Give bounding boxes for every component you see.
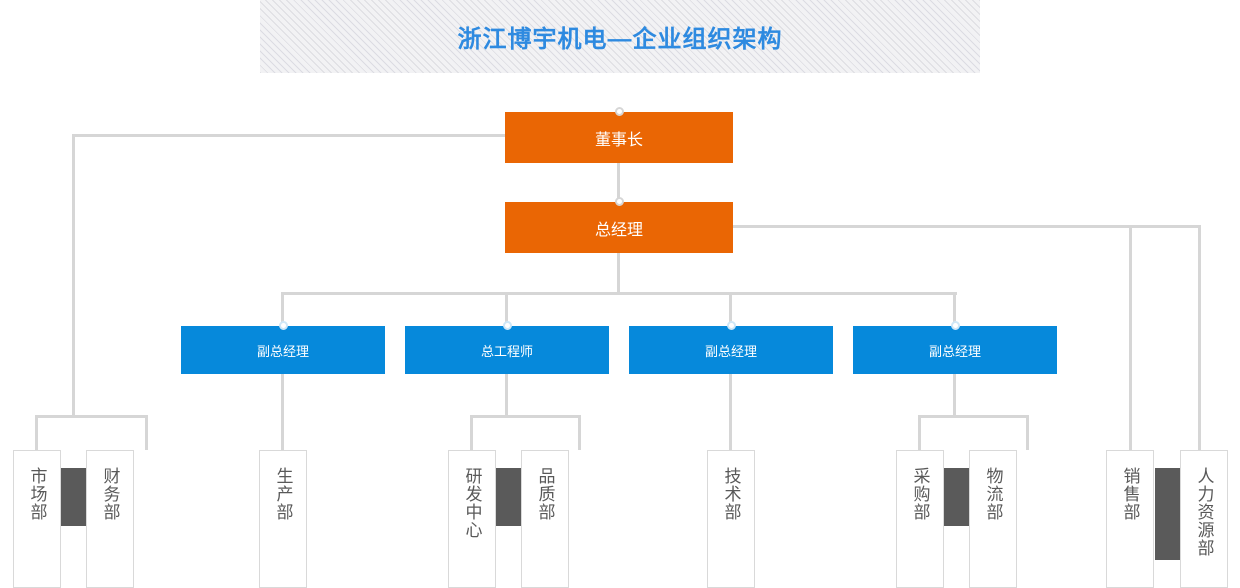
connector-gm-right-v-sales [1129,225,1132,450]
connector-gm-right-h [731,225,1201,228]
dept-box-logistics[interactable]: 物流部 [969,450,1017,588]
dept-label: 物流部 [983,467,1003,521]
dept-box-finance[interactable]: 财务部 [86,450,134,588]
connector-cto-down [505,374,508,416]
dept-box-production[interactable]: 生产部 [259,450,307,588]
connector-branch3-h [918,415,1029,418]
connector-level2-drop-1 [281,292,284,326]
connector-branch2-drop-left [470,415,473,450]
connector-level2-drop-4 [953,292,956,326]
dept-label: 销售部 [1120,467,1140,521]
connector-level2-drop-2 [505,292,508,326]
connector-chairman-to-gm [617,163,620,202]
connector-chairman-left-h [72,134,510,137]
connector-level2-bus [281,292,957,295]
connector-chairman-left-v [72,134,75,417]
connector-level2-drop-3 [729,292,732,326]
connector-gm-right-v-hr [1198,225,1201,450]
dept-box-rnd-center[interactable]: 研发中心 [448,450,496,588]
dept-label: 采购部 [910,467,930,521]
connector-knob-icon [615,107,624,116]
connector-gm-down [617,253,620,292]
connector-branch2-h [470,415,581,418]
node-chairman-label: 董事长 [594,131,643,149]
connector-vgm4-down [953,374,956,416]
connector-knob-icon [503,321,512,330]
dept-label: 技术部 [721,467,741,521]
dept-label: 人力资源部 [1194,467,1214,557]
node-vice-general-manager-2-label: 副总经理 [704,343,757,359]
connector-knob-icon [279,321,288,330]
node-chief-engineer-label: 总工程师 [480,343,533,359]
node-general-manager[interactable]: 总经理 [505,197,733,253]
dept-label: 品质部 [535,467,555,521]
node-vice-general-manager-3-label: 副总经理 [928,343,981,359]
dept-box-human-resources[interactable]: 人力资源部 [1180,450,1228,588]
connector-branch1-drop-right [145,415,148,450]
dept-box-technology[interactable]: 技术部 [707,450,755,588]
dept-label: 财务部 [100,467,120,521]
connector-branch1-h [35,415,148,418]
node-general-manager-label: 总经理 [594,221,643,239]
title-banner: 浙江博宇机电—企业组织架构 [260,0,980,73]
node-vice-general-manager-3[interactable]: 副总经理 [853,321,1057,374]
connector-branch2-drop-right [578,415,581,450]
dept-label: 研发中心 [462,467,482,539]
dept-box-purchasing[interactable]: 采购部 [896,450,944,588]
dept-box-sales[interactable]: 销售部 [1106,450,1154,588]
connector-branch3-drop-left [918,415,921,450]
connector-knob-icon [727,321,736,330]
page-title: 浙江博宇机电—企业组织架构 [457,26,783,53]
connector-branch1-drop-left [35,415,38,450]
node-chief-engineer[interactable]: 总工程师 [405,321,609,374]
node-vice-general-manager-2[interactable]: 副总经理 [629,321,833,374]
connector-knob-icon [951,321,960,330]
node-chairman[interactable]: 董事长 [505,107,733,163]
node-vice-general-manager-1-label: 副总经理 [256,343,309,359]
connector-vgm1-to-production [281,374,284,450]
dept-box-marketing[interactable]: 市场部 [13,450,61,588]
connector-knob-icon [615,197,624,206]
dept-label: 生产部 [273,467,293,521]
dept-label: 市场部 [27,467,47,521]
connector-branch3-drop-right [1026,415,1029,450]
dept-box-quality[interactable]: 品质部 [521,450,569,588]
node-vice-general-manager-1[interactable]: 副总经理 [181,321,385,374]
connector-vgm3-to-technology [729,374,732,450]
